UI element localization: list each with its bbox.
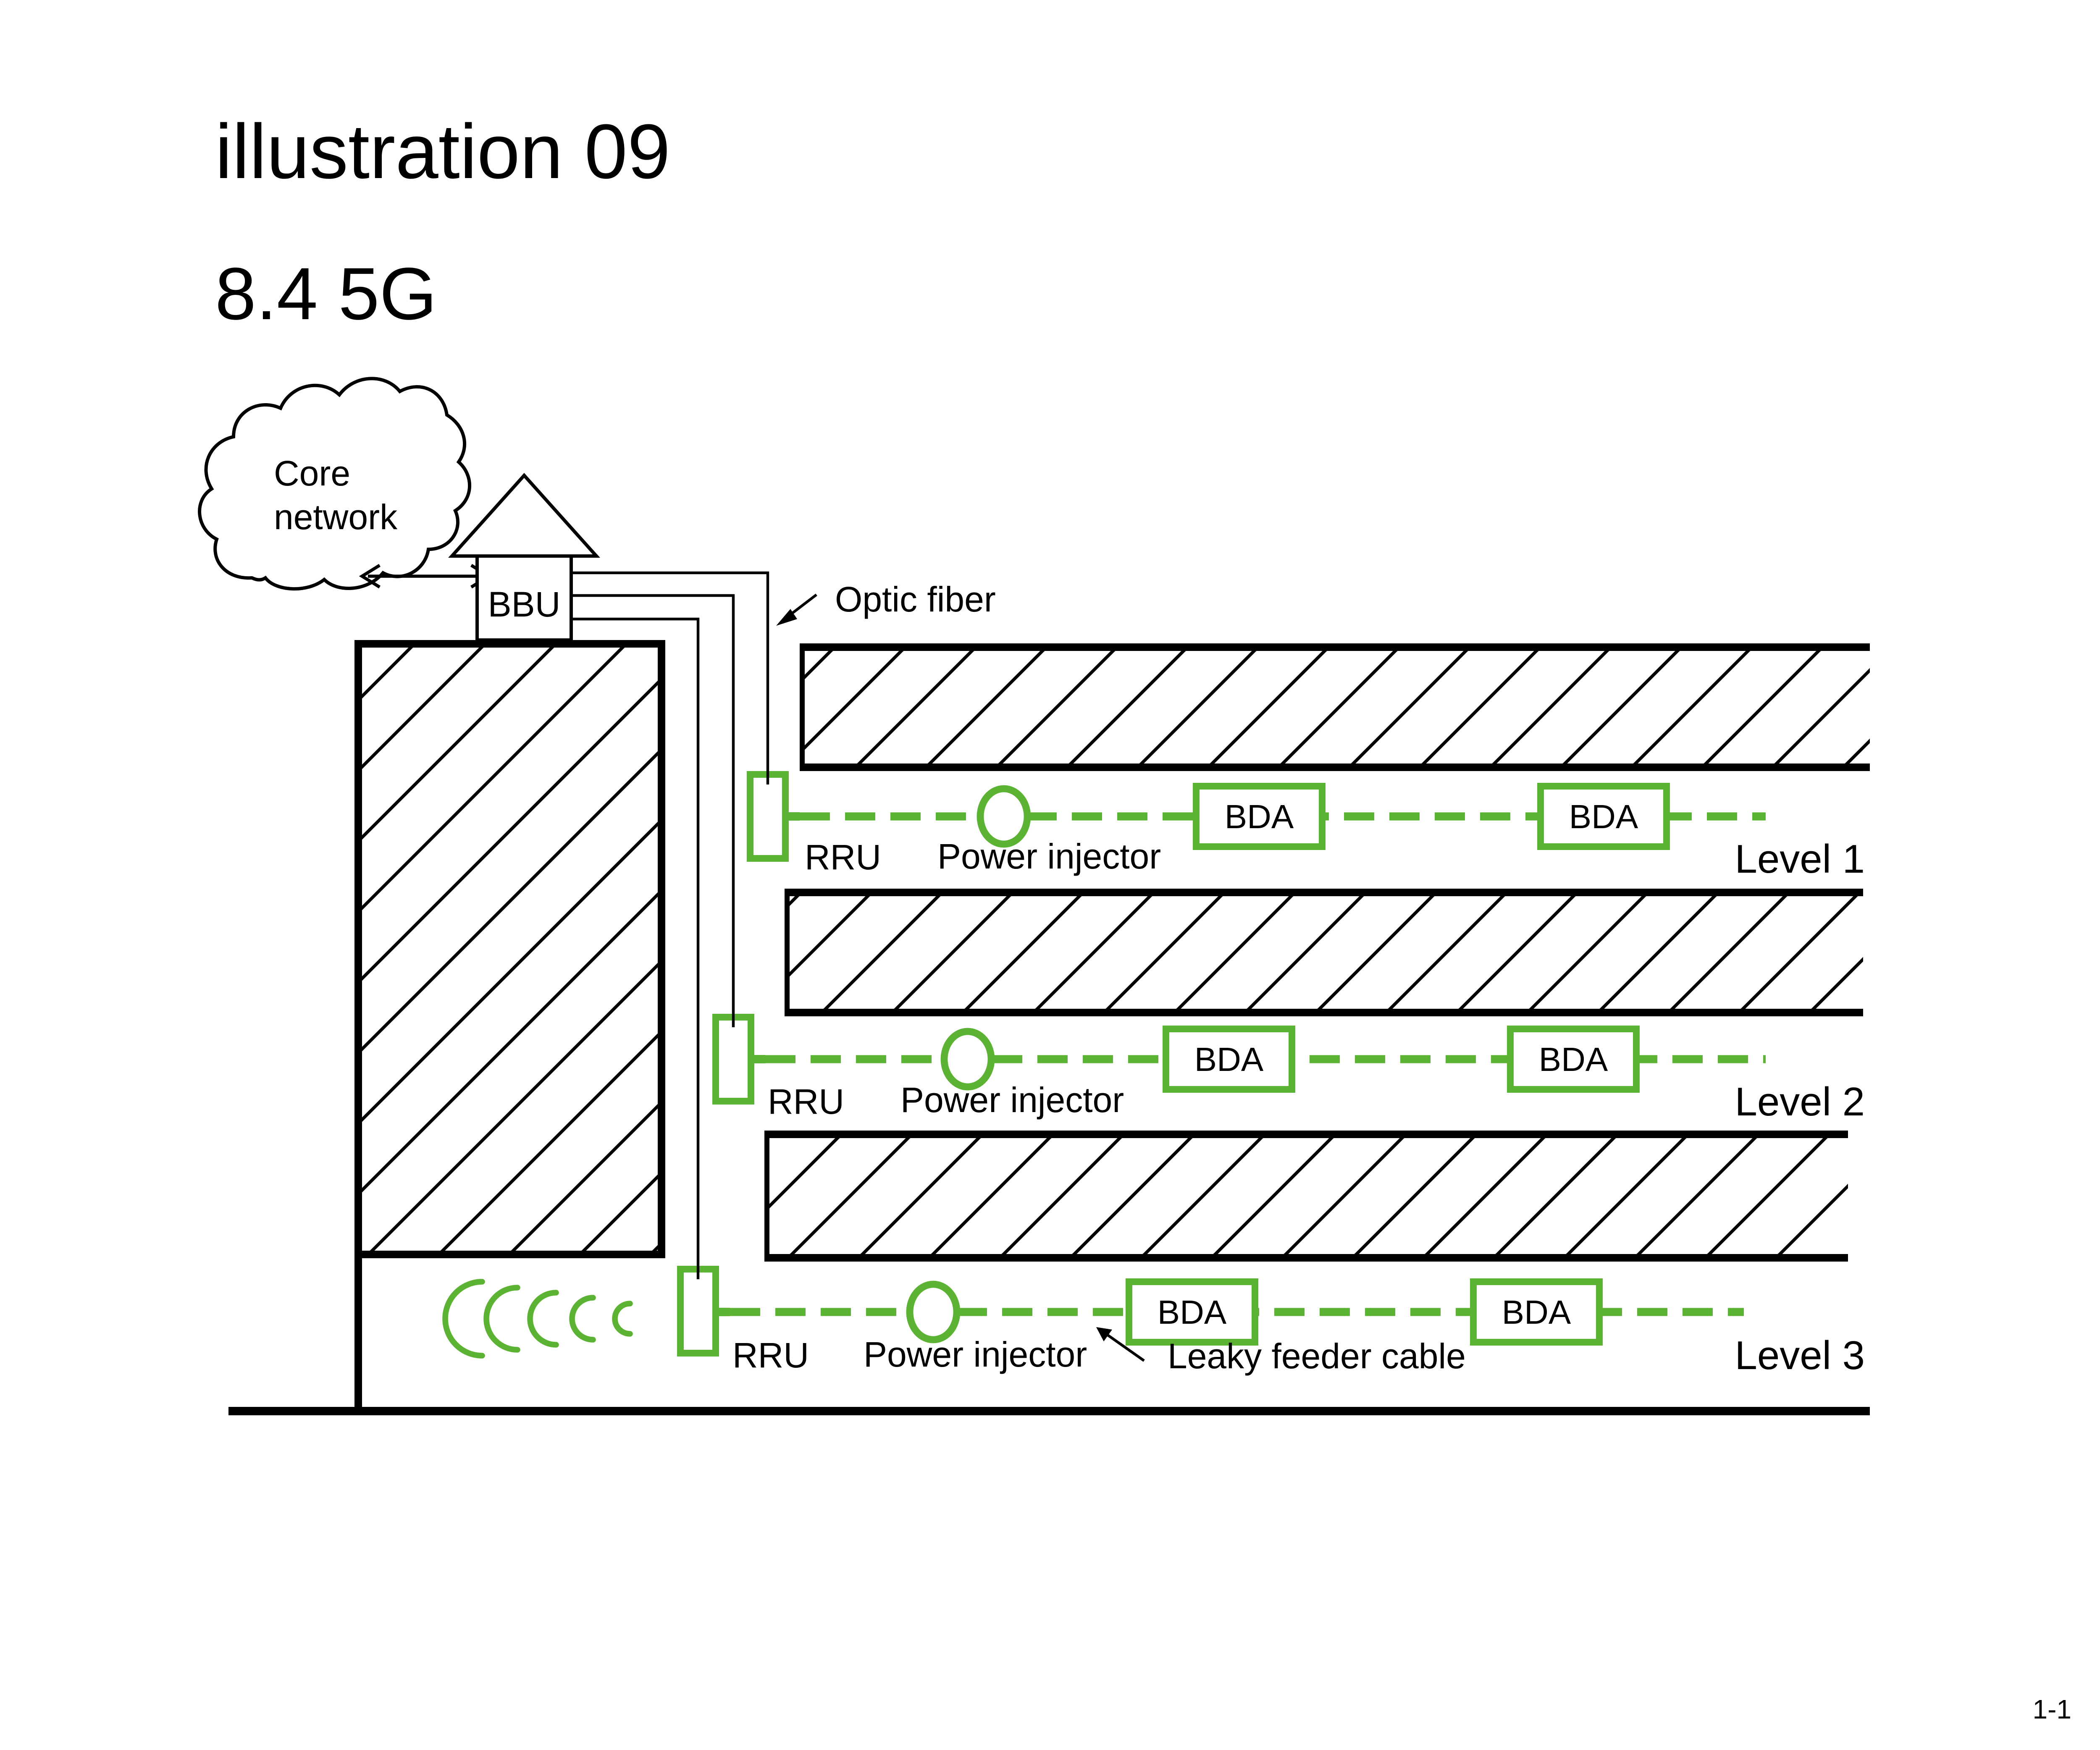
section-heading: 8.4 5G: [215, 253, 437, 335]
bda-label: BDA: [1158, 1293, 1227, 1331]
bbu-label: BBU: [488, 585, 561, 624]
building-structure: [228, 640, 1870, 1415]
arrowhead-left: [359, 564, 381, 589]
power-injector-2: [940, 1028, 995, 1091]
signal-arc-1: [442, 1279, 485, 1359]
bda-box: [1163, 1026, 1295, 1093]
page-number: 1-1: [2033, 1694, 2072, 1724]
slab3-left-edge: [764, 1131, 769, 1262]
leaky-feeder-label: Leaky feeder cable: [1168, 1336, 1466, 1376]
level3-label: Level 3: [1735, 1333, 1865, 1378]
signal-arc-3: [527, 1290, 559, 1348]
power-injectors: [906, 785, 1031, 1343]
signal-arcs: [442, 1279, 633, 1359]
level2-labels: RRU Power injector Level 2: [768, 1079, 1865, 1124]
cloud-label-line1: Core: [274, 454, 350, 493]
bda-label: BDA: [1225, 798, 1294, 835]
leaky-arrowhead: [1096, 1327, 1112, 1341]
level2-label: Level 2: [1735, 1079, 1865, 1124]
bda-label: BDA: [1502, 1293, 1571, 1331]
slab3-top-edge: [764, 1131, 1848, 1138]
fiber-to-rru2: [571, 594, 735, 1008]
fiber-to-rru1: [571, 571, 769, 764]
rru3-stub: [716, 1308, 730, 1316]
rru-units: [677, 764, 800, 1356]
fiber-to-rru3: [571, 617, 700, 1260]
power-injector-label-level2: Power injector: [900, 1080, 1124, 1120]
power-injector-label-level1: Power injector: [937, 837, 1161, 876]
cloud-label-line2: network: [274, 497, 398, 537]
floor-slab-2: [785, 889, 1863, 1016]
wall-hatch-area: [362, 648, 658, 1251]
bda-box: [1537, 783, 1670, 850]
bda-box: [1470, 1278, 1603, 1346]
wall-top-edge: [354, 640, 665, 648]
rru2-stub: [751, 1055, 765, 1063]
bda-label: BDA: [1194, 1041, 1264, 1078]
optic-fiber-arrowhead: [776, 609, 797, 626]
bda-label: BDA: [1569, 798, 1638, 835]
wall-right-edge: [658, 640, 665, 1258]
cloud-shape: [198, 377, 472, 591]
floor-slab-1: [800, 643, 1870, 771]
bda-units: BDA BDA BDA BDA BDA BDA: [1126, 783, 1670, 1346]
rru-label-level1: RRU: [805, 837, 881, 877]
power-injector-3: [906, 1280, 961, 1343]
bda-level1-a: BDA: [1193, 783, 1326, 850]
level1-labels: RRU Power injector Level 1: [805, 837, 1865, 882]
rru1-stub: [785, 812, 800, 821]
slab2-top-edge: [785, 889, 1863, 896]
signal-arc-5: [612, 1301, 633, 1337]
leaky-arrow-line: [1106, 1333, 1145, 1362]
bda-level2-a: BDA: [1163, 1026, 1295, 1093]
left-wall: [354, 640, 665, 1407]
rru-label-level3: RRU: [732, 1335, 809, 1375]
slab3-bottom-edge: [764, 1254, 1848, 1262]
slab1-hatch-area: [800, 651, 1870, 763]
slab1-left-edge: [800, 643, 805, 771]
slab1-top-edge: [800, 643, 1870, 651]
rru2-box: [712, 1014, 754, 1105]
floor-slab-3: [764, 1131, 1848, 1262]
bbu-roof: [448, 473, 600, 558]
optic-fiber-label: Optic fiber: [835, 580, 996, 619]
bda-box: [1126, 1278, 1258, 1346]
power-injector-1: [976, 785, 1031, 848]
optic-fibers: [571, 571, 769, 1260]
bda-level3-b: BDA: [1470, 1278, 1603, 1346]
wall-left-edge: [354, 640, 362, 1407]
rru3-box: [677, 1266, 719, 1356]
optic-fiber-callout: Optic fiber: [776, 580, 996, 626]
wall-bottom-edge: [354, 1251, 665, 1258]
bbu-unit: BBU: [448, 473, 600, 642]
signal-arc-2: [483, 1285, 520, 1353]
level1-label: Level 1: [1735, 837, 1865, 882]
signal-arc-4: [569, 1295, 596, 1343]
bda-level3-a: BDA: [1126, 1278, 1258, 1346]
slab2-bottom-edge: [785, 1009, 1863, 1016]
rru1-box: [747, 771, 789, 862]
bda-label: BDA: [1539, 1041, 1608, 1078]
rru-label-level2: RRU: [768, 1082, 844, 1121]
bda-level1-b: BDA: [1537, 783, 1670, 850]
bda-box: [1507, 1026, 1640, 1093]
slab2-left-edge: [785, 889, 790, 1016]
bda-box: [1193, 783, 1326, 850]
leaky-feeder-callout: [1096, 1327, 1145, 1362]
page-title: illustration 09: [215, 108, 670, 194]
bda-level2-b: BDA: [1507, 1026, 1640, 1093]
ground-line: [228, 1407, 1870, 1415]
slab2-hatch-area: [785, 896, 1863, 1009]
bbu-body: [475, 554, 573, 642]
slab1-bottom-edge: [800, 763, 1870, 771]
power-injector-label-level3: Power injector: [864, 1335, 1087, 1374]
level3-labels: RRU Power injector Leaky feeder cable Le…: [732, 1333, 1865, 1378]
slab3-hatch-area: [764, 1138, 1848, 1254]
core-network-cloud: Core network: [198, 377, 472, 591]
